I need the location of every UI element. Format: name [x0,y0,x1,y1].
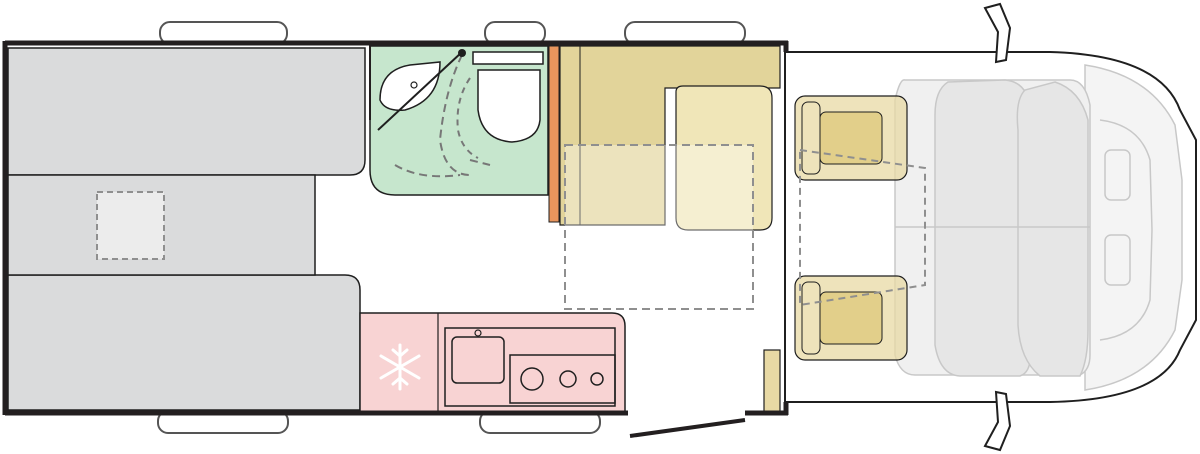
washroom [369,45,549,196]
rear-bed-top [7,47,366,176]
window-icon [157,21,746,434]
outer-walls [2,40,789,416]
cab-seat-icon [794,95,908,181]
snowflake-tip [391,348,409,358]
cab-seats [794,95,926,361]
shower-arc [456,77,479,159]
kitchen [359,312,626,413]
sink-icon [451,336,505,384]
passenger-armrest [801,281,821,355]
hob-burner-icon [559,370,577,388]
sink-tap [474,329,482,337]
driver-armrest [801,101,821,175]
windscreen-line [1099,119,1153,341]
washbasin-icon [379,61,441,112]
driver-seat-cushion [819,111,883,165]
shower-hinge [458,49,466,57]
hob-burner-icon [590,372,604,386]
snowflake-stroke [379,354,421,380]
side-mirror-icon [983,2,1012,452]
mirror-bottom [983,390,1012,452]
dash-vent-upper [1104,149,1131,201]
hob-panel [509,354,616,404]
washbasin-drain [410,81,418,89]
entrance-door [629,418,746,438]
kitchen-counter [359,312,626,413]
toilet-cistern [472,51,544,65]
rear-beds [7,47,366,411]
cab-swivel-outline [799,148,926,307]
cab-mattress-left [934,79,1032,377]
dinette-table-extended [564,144,754,310]
rear-skylight [96,191,165,260]
rear-bed-bottom [7,274,361,411]
snowflake-tip [391,376,409,386]
hob-burner-icon [520,367,544,391]
dinette-bench [675,85,773,231]
dashboard-panel [1084,64,1183,391]
shower-door-edge [377,51,463,131]
cab-mattress-right [1016,81,1089,377]
toilet-icon [477,69,541,143]
cab-seat-icon [794,275,908,361]
shower-swing-icon [394,54,491,178]
dinette [559,45,781,310]
fridge-door-accent [548,45,560,223]
mirror-top [983,2,1012,64]
snowflake-icon [379,343,421,391]
entrance-cabinet [763,349,781,413]
dinette-backrest [559,45,781,226]
dash-vent-lower [1104,234,1131,286]
